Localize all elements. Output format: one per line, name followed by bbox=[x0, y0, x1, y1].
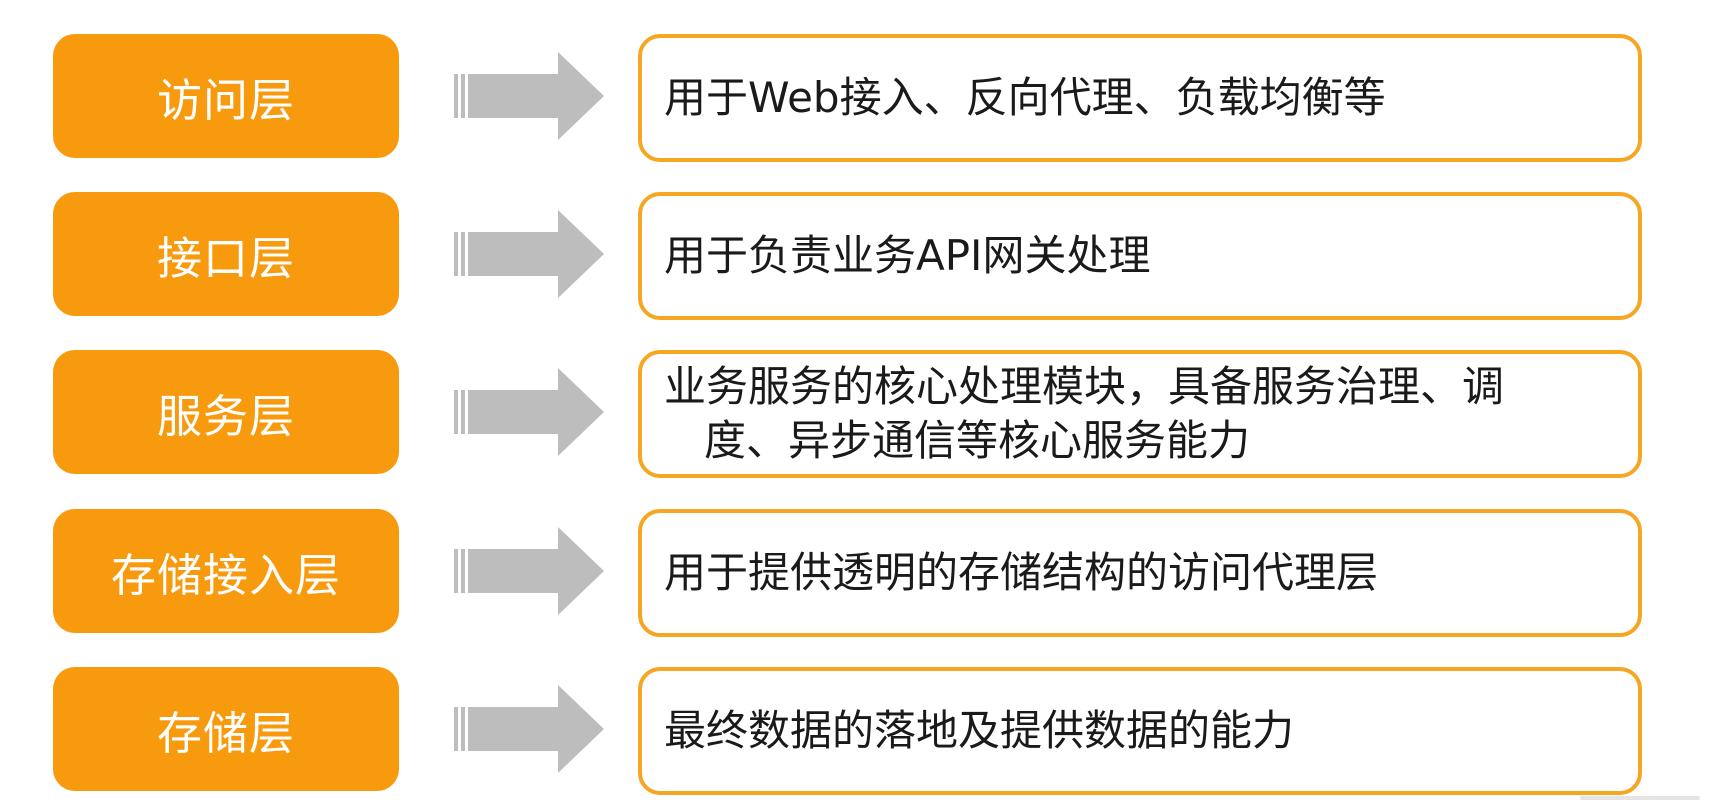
description-box-storage: 最终数据的落地及提供数据的能力 bbox=[638, 667, 1642, 795]
row-service-layer: 服务层 业务服务的核心处理模块，具备服务治理、调 度、异步通信等核心服务能力 bbox=[0, 350, 1712, 478]
layer-box-storage: 存储层 bbox=[53, 667, 399, 791]
description-text: 业务服务的核心处理模块，具备服务治理、调 度、异步通信等核心服务能力 bbox=[642, 360, 1544, 468]
description-text: 用于负责业务API网关处理 bbox=[664, 231, 1151, 280]
description-text: 用于提供透明的存储结构的访问代理层 bbox=[664, 548, 1379, 597]
description-box-interface: 用于负责业务API网关处理 bbox=[638, 192, 1642, 320]
arrow-right-icon bbox=[454, 210, 604, 298]
description-text: 用于Web接入、反向代理、负载均衡等 bbox=[664, 73, 1386, 122]
row-interface-layer: 接口层 用于负责业务API网关处理 bbox=[0, 192, 1712, 320]
description-line-2: 度、异步通信等核心服务能力 bbox=[704, 416, 1251, 465]
row-access-layer: 访问层 用于Web接入、反向代理、负载均衡等 bbox=[0, 34, 1712, 162]
arrow-right-icon bbox=[454, 368, 604, 456]
row-storage-access-layer: 存储接入层 用于提供透明的存储结构的访问代理层 bbox=[0, 509, 1712, 637]
description-box-service: 业务服务的核心处理模块，具备服务治理、调 度、异步通信等核心服务能力 bbox=[638, 350, 1642, 478]
description-text: 最终数据的落地及提供数据的能力 bbox=[664, 706, 1295, 755]
layer-box-storage-access: 存储接入层 bbox=[53, 509, 399, 633]
layer-box-access: 访问层 bbox=[53, 34, 399, 158]
watermark-logo bbox=[1580, 796, 1700, 800]
row-storage-layer: 存储层 最终数据的落地及提供数据的能力 bbox=[0, 667, 1712, 795]
arrow-right-icon bbox=[454, 527, 604, 615]
layer-box-service: 服务层 bbox=[53, 350, 399, 474]
description-line-1: 业务服务的核心处理模块，具备服务治理、调 bbox=[664, 362, 1505, 411]
arrow-right-icon bbox=[454, 52, 604, 140]
layer-box-interface: 接口层 bbox=[53, 192, 399, 316]
arrow-right-icon bbox=[454, 685, 604, 773]
description-box-access: 用于Web接入、反向代理、负载均衡等 bbox=[638, 34, 1642, 162]
description-box-storage-access: 用于提供透明的存储结构的访问代理层 bbox=[638, 509, 1642, 637]
